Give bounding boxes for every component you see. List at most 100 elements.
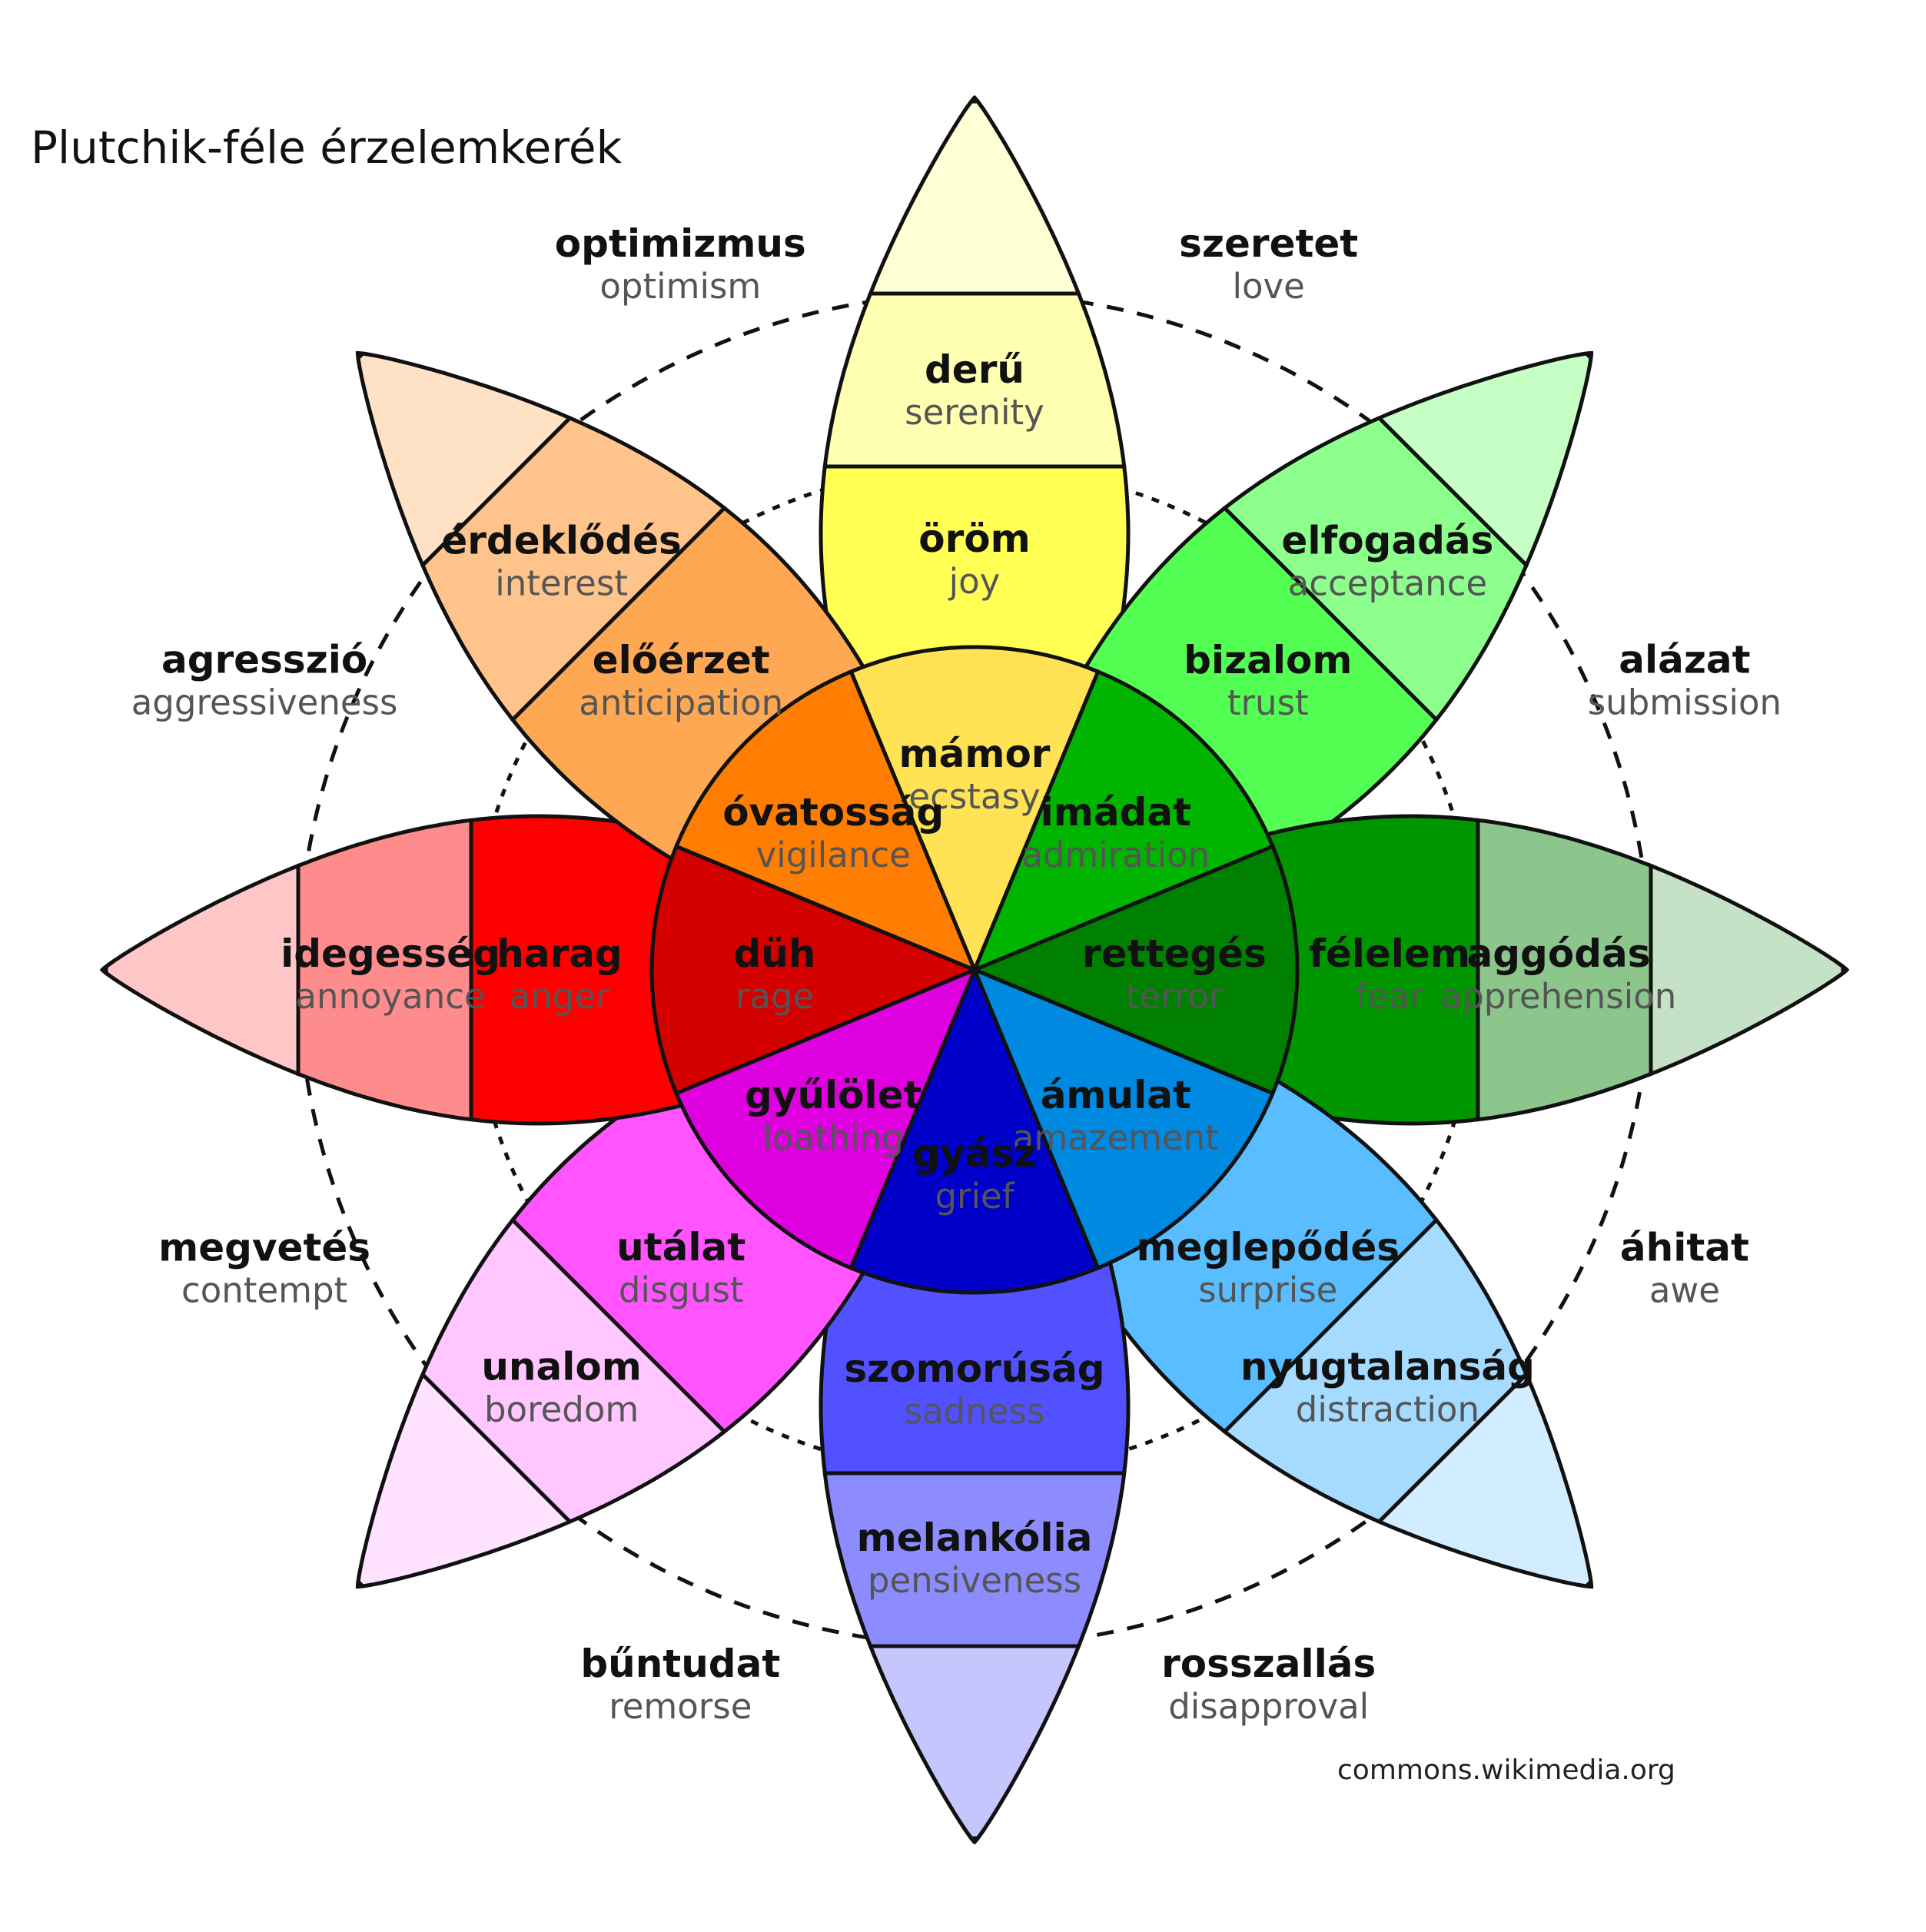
dyad-hu-contempt: megvetés	[158, 1226, 370, 1270]
label-hu-fear: félelem	[1309, 931, 1470, 976]
petal-outer-tip-surprise	[1376, 1371, 1593, 1588]
label-hu-vigilance: óvatosság	[722, 790, 944, 835]
petal-outer-sadness	[822, 1471, 1127, 1648]
petal-outer-tip-anger	[104, 862, 301, 1077]
label-hu-anticipation: előérzet	[593, 638, 770, 682]
label-hu-pensiveness: melankólia	[857, 1515, 1093, 1560]
dyad-en-optimism: optimism	[599, 266, 761, 307]
label-hu-terror: rettegés	[1082, 931, 1267, 976]
label-hu-rage: düh	[734, 931, 816, 976]
dyad-en-disapproval: disapproval	[1168, 1686, 1369, 1727]
petal-outer-tip-trust	[1376, 351, 1593, 569]
diagram-title: Plutchik-féle érzelemkerék	[31, 121, 623, 174]
label-hu-surprise: meglepődés	[1137, 1225, 1400, 1270]
core-sector-sadness	[848, 964, 1101, 1295]
label-hu-admiration: imádat	[1041, 790, 1191, 835]
label-hu-anger: harag	[496, 931, 623, 976]
petal-outer-surprise	[1221, 1217, 1529, 1524]
petal-outer-tip-disgust	[356, 1371, 573, 1588]
label-hu-acceptance: elfogadás	[1281, 519, 1493, 563]
label-en-apprehension: apprehension	[1441, 976, 1677, 1017]
petal-fear	[1249, 814, 1850, 1126]
label-en-anticipation: anticipation	[579, 682, 783, 723]
label-hu-grief: gyász	[913, 1131, 1037, 1176]
core-sector-trust	[971, 669, 1276, 974]
dyad-en-contempt: contempt	[181, 1270, 347, 1311]
label-hu-ecstasy: mámor	[899, 732, 1051, 776]
core-sector-anger	[649, 844, 980, 1096]
petal-outer-tip-anticipation	[356, 351, 573, 569]
label-en-annoyance: annoyance	[295, 976, 485, 1017]
petal-trust	[1074, 350, 1594, 870]
petal-outer-trust	[1221, 416, 1529, 723]
dyad-hu-optimism: optimizmus	[555, 221, 806, 266]
core-sector-disgust	[673, 966, 978, 1271]
core-sector-fear	[969, 844, 1300, 1096]
dyad-en-aggressiveness: aggressiveness	[131, 682, 398, 722]
core-sector-anticipation	[673, 669, 978, 974]
dyad-labels: szeretetlovealázatsubmissionáhitataweros…	[131, 221, 1782, 1727]
dyad-hu-remorse: bűntudat	[580, 1642, 780, 1686]
petal-joy	[819, 95, 1131, 695]
dyad-en-remorse: remorse	[609, 1686, 752, 1727]
core-sectors	[649, 645, 1300, 1295]
label-hu-disgust: utálat	[616, 1225, 745, 1270]
petal-outer-disgust	[420, 1217, 728, 1524]
dyad-hu-love: szeretet	[1179, 221, 1358, 266]
label-en-serenity: serenity	[905, 392, 1044, 433]
label-hu-distraction: nyugtalanság	[1240, 1344, 1535, 1389]
label-hu-sadness: szomorúság	[844, 1346, 1104, 1391]
label-en-fear: fear	[1355, 976, 1424, 1017]
label-en-sadness: sadness	[905, 1391, 1045, 1432]
label-hu-boredom: unalom	[481, 1344, 642, 1389]
source-credit: commons.wikimedia.org	[1337, 1754, 1675, 1786]
label-en-disgust: disgust	[619, 1270, 744, 1310]
label-hu-loathing: gyűlölet	[745, 1073, 921, 1117]
label-en-pensiveness: pensiveness	[868, 1560, 1081, 1601]
dyad-en-submission: submission	[1588, 682, 1782, 722]
petal-outer-anticipation	[420, 416, 728, 723]
label-en-distraction: distraction	[1296, 1389, 1479, 1429]
petal-sadness	[819, 1244, 1131, 1845]
core-sector-surprise	[971, 966, 1276, 1271]
petal-anticipation	[355, 350, 875, 870]
label-hu-interest: érdeklődés	[441, 519, 681, 563]
label-en-rage: rage	[736, 976, 814, 1017]
petal-middle-anticipation	[510, 505, 875, 870]
label-en-loathing: loathing	[763, 1117, 904, 1158]
label-en-trust: trust	[1227, 682, 1309, 723]
label-en-ecstasy: ecstasy	[908, 776, 1040, 817]
petal-outer-tip-fear	[1649, 862, 1845, 1077]
petal-outer-fear	[1476, 818, 1653, 1122]
label-hu-apprehension: aggódás	[1467, 931, 1651, 976]
dyad-hu-aggressiveness: agresszió	[161, 637, 367, 682]
core-sector-joy	[848, 645, 1101, 975]
label-en-boredom: boredom	[484, 1389, 639, 1429]
petal-outer-tip-joy	[867, 99, 1082, 296]
label-en-vigilance: vigilance	[756, 835, 911, 875]
label-hu-serenity: derű	[925, 347, 1024, 392]
label-hu-joy: öröm	[918, 516, 1030, 561]
dyad-hu-awe: áhitat	[1620, 1226, 1749, 1270]
label-en-amazement: amazement	[1013, 1117, 1219, 1158]
petal-anger	[99, 814, 700, 1126]
label-en-anger: anger	[510, 976, 610, 1017]
dyad-hu-disapproval: rosszallás	[1161, 1642, 1376, 1686]
petal-outer-tip-sadness	[867, 1644, 1082, 1841]
label-en-admiration: admiration	[1021, 835, 1210, 875]
dyad-en-love: love	[1233, 266, 1305, 307]
label-en-interest: interest	[495, 563, 628, 604]
label-en-terror: terror	[1126, 976, 1224, 1017]
label-en-acceptance: acceptance	[1288, 563, 1487, 604]
label-hu-trust: bizalom	[1184, 638, 1352, 682]
label-en-joy: joy	[948, 561, 1001, 602]
label-hu-amazement: ámulat	[1041, 1073, 1191, 1117]
petal-outer-joy	[822, 291, 1127, 469]
label-hu-annoyance: idegesség	[281, 931, 500, 976]
dyad-en-awe: awe	[1649, 1270, 1720, 1311]
label-en-grief: grief	[935, 1176, 1014, 1217]
label-en-surprise: surprise	[1198, 1270, 1337, 1310]
petals-layer	[99, 95, 1850, 1845]
